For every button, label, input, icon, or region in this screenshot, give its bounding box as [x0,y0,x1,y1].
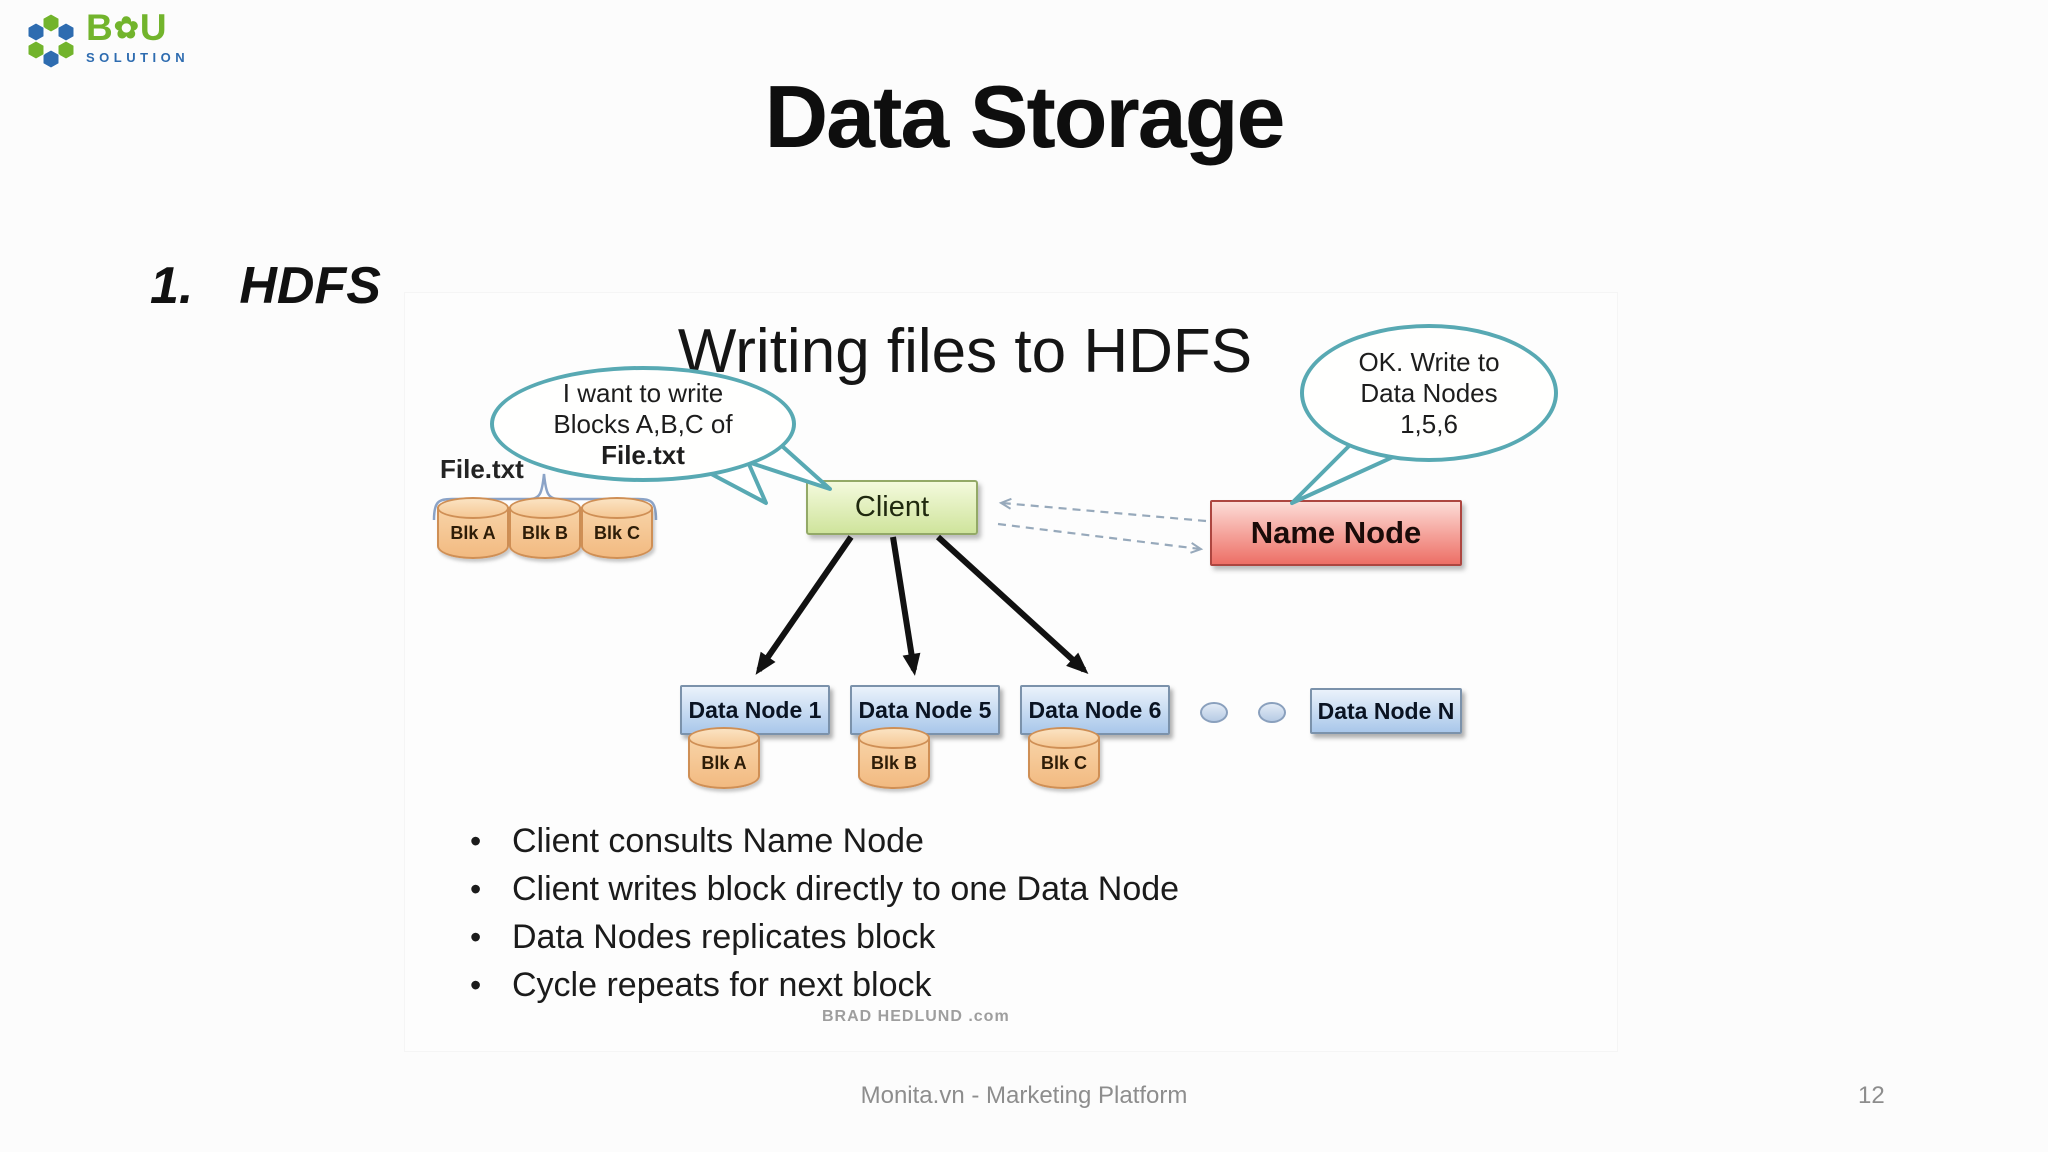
flower-icon: ✿ [113,12,140,45]
bubble-line: OK. Write to [1358,346,1500,377]
replica-block-label: Blk A [701,753,747,773]
ellipsis-dot [1200,702,1228,723]
section-title: HDFS [239,257,381,315]
cylinder-top [437,497,509,519]
attribution: BRAD HEDLUND .com [822,1008,1010,1025]
file-block-b-cylinder: Blk B [509,497,581,561]
section-heading: 1. HDFS [150,256,381,316]
footer-text: Monita.vn - Marketing Platform [860,1082,1188,1109]
logo-mark-icon [27,13,75,68]
replica-block-label: Blk B [870,753,917,773]
bullet-item: • Data Nodes replicates block [470,918,1179,966]
bullet-item: • Client writes block directly to one Dat… [470,870,1179,918]
bullet-text: Client consults Name Node [512,822,924,860]
replica-block-c-cylinder: Blk C [1028,727,1100,791]
bullet-item: • Client consults Name Node [470,822,1179,870]
client-speech-bubble: I want to write Blocks A,B,C of File.txt [490,366,796,482]
bubble-line: 1,5,6 [1400,408,1458,439]
section-number: 1. [150,257,194,315]
cylinder-top [858,727,930,749]
bullet-text: Data Nodes replicates block [512,918,936,956]
bubble-line: Blocks A,B,C of [553,408,733,439]
cylinder-top [1028,727,1100,749]
bullet-text: Client writes block directly to one Data… [512,870,1180,908]
bubble-line: I want to write [562,377,724,408]
brand-subtitle: SOLUTION [86,50,190,65]
file-label: File.txt [440,454,524,484]
bullet-dot: • [470,967,482,1003]
file-block-a-cylinder: Blk A [437,497,509,561]
bubble-line: File.txt [601,439,685,470]
bullet-dot: • [470,871,482,907]
client-box: Client [806,480,978,535]
page-title: Data Storage [764,67,1286,166]
file-block-c-cylinder: Blk C [581,497,653,561]
file-block-label: Blk B [521,523,568,543]
cylinder-top [509,497,581,519]
cylinder-top [688,727,760,749]
cylinder-top [581,497,653,519]
name-node-box: Name Node [1210,500,1462,566]
ellipsis-dot [1258,702,1286,723]
bullet-text: Cycle repeats for next block [512,966,932,1004]
replica-block-label: Blk C [1040,753,1087,773]
file-block-label: Blk C [593,523,640,543]
bullet-item: • Cycle repeats for next block [470,966,1179,1014]
replica-block-b-cylinder: Blk B [858,727,930,791]
bullet-dot: • [470,919,482,955]
logo: B✿U SOLUTION [22,7,190,68]
logo-text: B✿U SOLUTION [86,7,190,65]
data-node-n-box: Data Node N [1310,688,1462,734]
bullet-list: • Client consults Name Node • Client write… [470,822,1179,1014]
brand-name: B✿U [86,7,168,48]
data-node-1-box: Data Node 1 [680,685,830,735]
replica-block-a-cylinder: Blk A [688,727,760,791]
bubble-line: Data Nodes [1360,377,1498,408]
page-number: 12 [1858,1082,1885,1109]
file-block-label: Blk A [450,523,496,543]
data-node-6-box: Data Node 6 [1020,685,1170,735]
bullet-dot: • [470,823,482,859]
diagram-title: Writing files to HDFS [677,317,1253,386]
namenode-speech-bubble: OK. Write to Data Nodes 1,5,6 [1300,324,1558,462]
